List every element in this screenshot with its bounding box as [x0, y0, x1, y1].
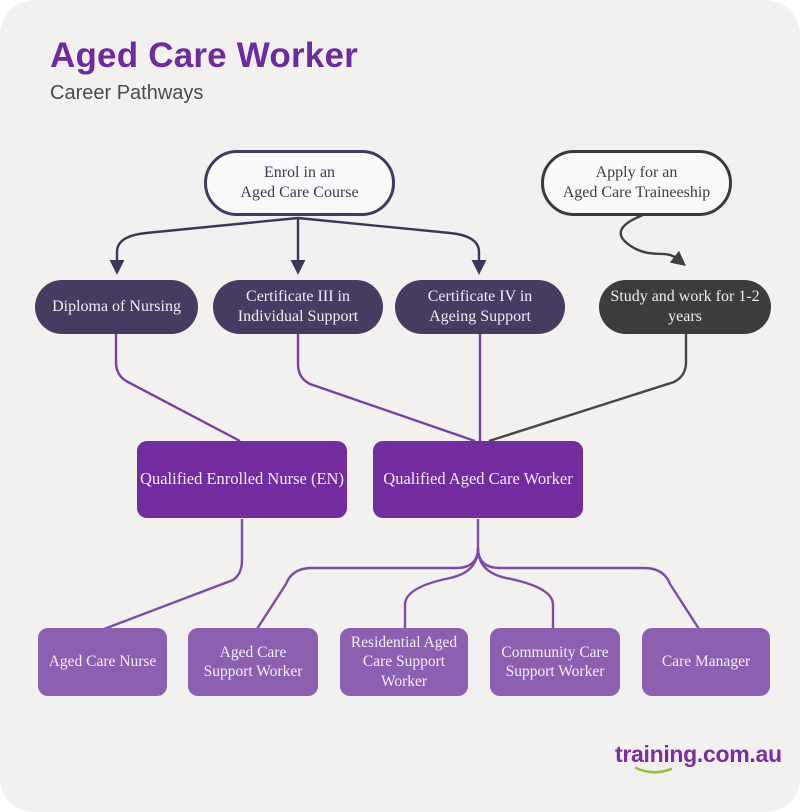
node-label: Enrol in an Aged Care Course — [240, 164, 359, 201]
node-aged-care-nurse: Aged Care Nurse — [38, 628, 167, 696]
connector-diploma-to-qen — [114, 334, 241, 443]
connector-cert3-to-qacw — [296, 334, 476, 443]
connector-qacw-to-racsw — [403, 547, 480, 629]
node-label: Apply for an Aged Care Traineeship — [562, 164, 711, 201]
connector-qacw-to-acsw — [255, 547, 480, 630]
node-certificate-iv: Certificate IV in Ageing Support — [395, 280, 565, 334]
node-label: Qualified Aged Care Worker — [383, 469, 573, 489]
logo-swoosh-icon — [635, 766, 673, 774]
node-qualified-aged-care-worker: Qualified Aged Care Worker — [373, 441, 583, 518]
node-community-care-support-worker: Community Care Support Worker — [490, 628, 620, 696]
node-label: Certificate III in Individual Support — [237, 288, 359, 325]
node-label: Residential Aged Care Support Worker — [350, 634, 458, 690]
page-title: Aged Care Worker — [50, 36, 358, 75]
node-residential-aged-care-support-worker: Residential Aged Care Support Worker — [340, 628, 468, 696]
connector-study-to-qacw — [488, 334, 688, 443]
node-label: Community Care Support Worker — [501, 643, 609, 680]
node-certificate-iii: Certificate III in Individual Support — [213, 280, 383, 334]
connector-traineeship-to-study — [619, 213, 687, 267]
node-label: Aged Care Support Worker — [203, 643, 303, 680]
node-label: Study and work for 1-2 years — [610, 288, 760, 325]
logo-text: training.com.au — [615, 741, 782, 767]
node-enrol-aged-care-course: Enrol in an Aged Care Course — [204, 150, 395, 216]
connector-qacw-to-ccsw — [476, 547, 555, 629]
node-study-and-work: Study and work for 1-2 years — [599, 280, 771, 334]
node-label: Certificate IV in Ageing Support — [427, 288, 533, 325]
node-apply-traineeship: Apply for an Aged Care Traineeship — [541, 150, 732, 216]
node-aged-care-support-worker: Aged Care Support Worker — [188, 628, 318, 696]
node-label: Aged Care Nurse — [48, 653, 157, 671]
node-label: Care Manager — [661, 653, 751, 671]
node-label: Qualified Enrolled Nurse (EN) — [140, 469, 344, 489]
connector-qacw-to-manager — [476, 547, 701, 630]
training-com-au-logo: training.com.au — [615, 741, 782, 774]
connector-enrol-to-diploma — [109, 216, 299, 275]
node-qualified-enrolled-nurse: Qualified Enrolled Nurse (EN) — [137, 441, 347, 518]
page-subtitle: Career Pathways — [50, 82, 204, 104]
node-care-manager: Care Manager — [642, 628, 770, 696]
connector-enrol-to-cert4 — [297, 216, 487, 275]
node-diploma-of-nursing: Diploma of Nursing — [35, 280, 198, 334]
node-label: Diploma of Nursing — [52, 298, 181, 316]
connector-qen-to-nurse — [103, 519, 244, 631]
